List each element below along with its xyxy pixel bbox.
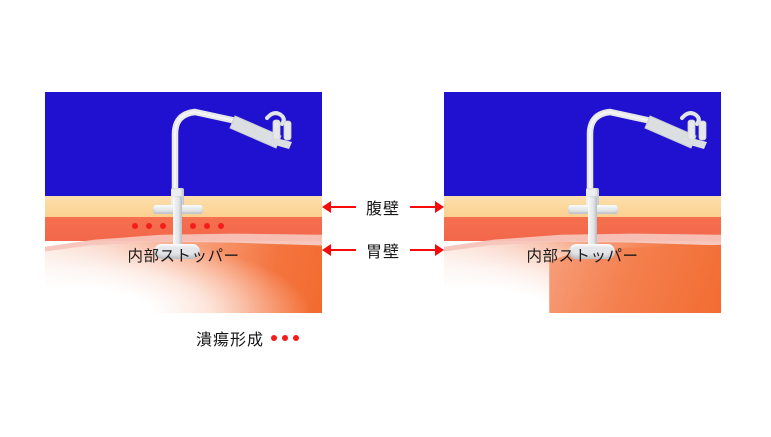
ulcer-dot — [293, 335, 300, 341]
ulcer-dot — [204, 223, 210, 229]
ulcer-dot — [218, 223, 224, 229]
arrow-right-icon — [409, 244, 444, 256]
ulcer-dot — [190, 223, 196, 229]
catheter-graphic — [586, 108, 707, 200]
internal-stopper — [569, 244, 615, 259]
tube-shaft — [588, 196, 597, 254]
ulcer-dot — [271, 335, 278, 341]
catheter-graphic — [171, 108, 292, 200]
ulcer-dots-right — [190, 223, 224, 229]
ulcer-formation-caption: 潰瘍形成 — [196, 325, 356, 351]
peg-tube-assembly — [45, 92, 322, 313]
ulcer-formation-label: 潰瘍形成 — [196, 330, 265, 349]
right-panel-normal-case: 内部ストッパー — [444, 92, 721, 313]
abdominal-wall-label: 腹壁 — [365, 199, 400, 218]
tube-shaft — [173, 196, 182, 254]
arrow-right-icon — [409, 201, 444, 213]
internal-stopper-label-left: 内部ストッパー — [127, 247, 240, 265]
gastric-wall-annotation: 胃壁 — [322, 239, 444, 261]
internal-stopper — [154, 244, 200, 259]
arrow-left-icon — [322, 201, 356, 213]
ulcer-dot — [160, 223, 166, 229]
left-panel-ulcer-case: 内部ストッパー — [45, 92, 322, 313]
arrow-left-icon — [322, 244, 356, 256]
gastric-lumen-region — [444, 92, 721, 196]
ulcer-dot — [146, 223, 152, 229]
ulcer-dots-left — [132, 223, 166, 229]
abdominal-wall-annotation: 腹壁 — [322, 196, 444, 218]
internal-stopper-label-right: 内部ストッパー — [526, 247, 639, 265]
gastric-wall-label: 胃壁 — [365, 242, 400, 261]
peg-tube-assembly — [444, 92, 721, 313]
ulcer-dot — [282, 335, 289, 341]
center-annotation-group: 腹壁 胃壁 — [322, 92, 444, 313]
ulcer-dot — [132, 223, 138, 229]
ulcer-marker-dots — [271, 335, 300, 341]
